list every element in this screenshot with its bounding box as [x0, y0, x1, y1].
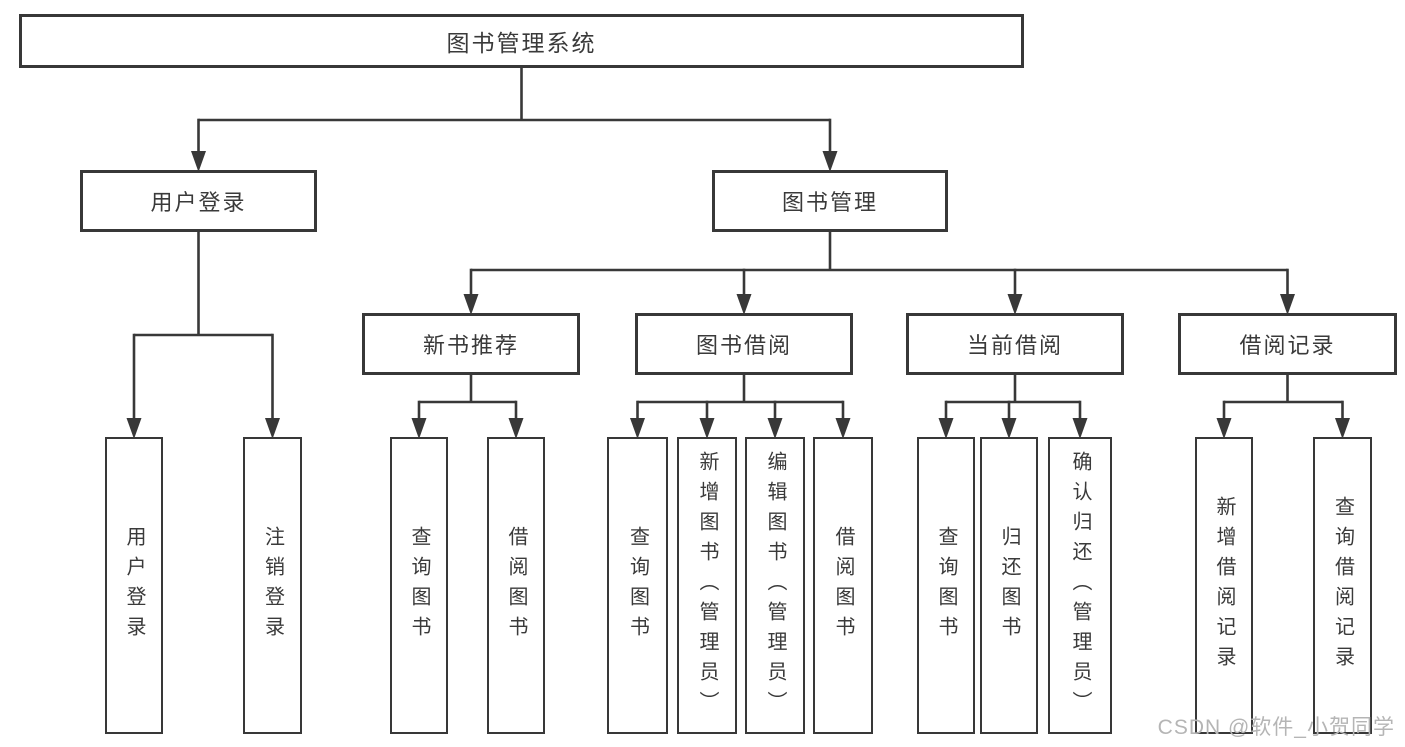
node-label-current-borrow: 当前借阅 — [966, 333, 1063, 358]
node-root: 图书管理系统 — [19, 14, 1024, 68]
node-label-leaf-user-login: 用户登录 — [123, 525, 145, 646]
node-label-bb-query: 查询图书 — [626, 525, 649, 646]
watermark: CSDN @软件_小贺同学 — [1157, 716, 1395, 739]
node-user-login: 用户登录 — [80, 170, 317, 232]
node-bb-query: 查询图书 — [607, 437, 668, 734]
node-bb-edit: 编辑图书（管理员） — [745, 437, 805, 734]
node-label-br-add: 新增借阅记录 — [1213, 495, 1235, 676]
node-label-book-borrow: 图书借阅 — [695, 333, 792, 358]
node-label-nbr-query: 查询图书 — [408, 525, 430, 646]
node-cb-query: 查询图书 — [917, 437, 975, 734]
node-br-query: 查询借阅记录 — [1313, 437, 1372, 734]
node-bb-borrow: 借阅图书 — [813, 437, 873, 734]
node-leaf-logout: 注销登录 — [243, 437, 302, 734]
node-label-cb-return: 归还图书 — [998, 525, 1020, 646]
node-current-borrow: 当前借阅 — [906, 313, 1124, 375]
node-label-cb-confirm: 确认归还（管理员） — [1069, 450, 1091, 721]
node-new-book-rec: 新书推荐 — [362, 313, 580, 375]
node-label-cb-query: 查询图书 — [935, 525, 957, 646]
node-label-bb-add: 新增图书（管理员） — [696, 450, 718, 721]
node-label-user-login: 用户登录 — [150, 190, 247, 215]
node-br-add: 新增借阅记录 — [1195, 437, 1253, 734]
node-bb-add: 新增图书（管理员） — [677, 437, 737, 734]
node-label-new-book-rec: 新书推荐 — [422, 333, 519, 358]
node-book-mgmt: 图书管理 — [712, 170, 948, 232]
node-label-borrow-records: 借阅记录 — [1239, 333, 1336, 358]
node-label-nbr-borrow: 借阅图书 — [505, 525, 527, 646]
node-label-leaf-logout: 注销登录 — [261, 525, 284, 646]
node-nbr-query: 查询图书 — [390, 437, 448, 734]
node-cb-return: 归还图书 — [980, 437, 1038, 734]
node-label-bb-borrow: 借阅图书 — [832, 525, 854, 646]
node-nbr-borrow: 借阅图书 — [487, 437, 545, 734]
node-borrow-records: 借阅记录 — [1178, 313, 1397, 375]
node-label-root: 图书管理系统 — [446, 30, 597, 56]
node-cb-confirm: 确认归还（管理员） — [1048, 437, 1112, 734]
node-label-bb-edit: 编辑图书（管理员） — [764, 450, 786, 721]
node-book-borrow: 图书借阅 — [635, 313, 853, 375]
node-label-br-query: 查询借阅记录 — [1331, 495, 1354, 676]
node-leaf-user-login: 用户登录 — [105, 437, 163, 734]
node-label-book-mgmt: 图书管理 — [781, 190, 878, 215]
